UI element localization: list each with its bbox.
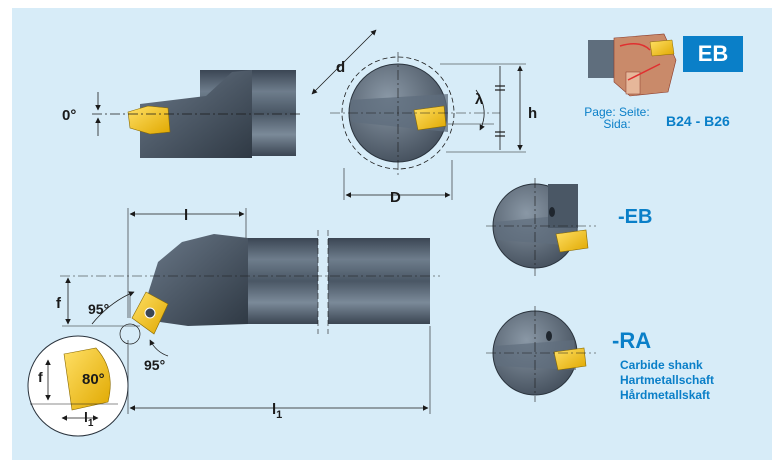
detail-l1-label-sub: 1 [88,418,94,429]
page-ref-line1: Page: Seite: [584,105,650,119]
end-view-insert [413,105,447,131]
head-body [146,234,248,326]
shank-break [318,230,328,334]
angle-upper-label: 95° [88,301,109,317]
D-label: D [390,189,401,206]
page-ref-line2: Sida: [603,117,631,131]
l1-label: l1 [272,401,282,421]
insert-angle-label: 80° [82,371,105,388]
thumbnail-coolant-line [627,63,661,81]
detail-l1-label-main: l [84,409,88,425]
angle-lower-arc [149,339,169,357]
thumbnail-insert [649,39,675,57]
top-view: l f 95° 95° l1 [56,207,440,421]
insert-screw-icon [144,307,156,319]
shank-body [246,238,430,324]
l-label: l [184,207,188,224]
eb-badge: EB [683,36,743,72]
angle-lower-label: 95° [144,357,165,373]
thumbnail-shank [588,40,614,78]
variant-ra-label: -RA [612,328,652,353]
eb-thumbnail [588,33,677,97]
l1-label-main: l [272,401,276,418]
ra-coolant-hole-icon [546,331,552,341]
page-ref-range: B24 - B26 [666,113,730,129]
detail-marker-circle [119,323,141,345]
detail-f-label: f [38,369,43,385]
side-view-insert [127,105,171,135]
variant-eb-label: -EB [618,206,653,228]
l1-label-sub: 1 [276,409,282,421]
ra-description-de: Hartmetallschaft [620,373,715,387]
eb-coolant-hole-icon [549,207,555,217]
eb-head [548,184,578,228]
thumbnail-bore [625,71,641,95]
detail-l1-label: l1 [84,409,94,429]
ra-view [486,306,596,402]
thumbnail-coolant-arrow-icon [619,43,651,51]
ra-description-sv: Hårdmetallskaft [620,388,711,402]
eb-insert [555,229,589,253]
ra-insert [553,347,587,371]
end-view: d D h λ [311,29,537,206]
eb-view [486,178,596,276]
insert-detail: f l1 80° [27,335,129,437]
h-label: h [528,105,537,122]
ra-description-en: Carbide shank [620,358,703,372]
side-view: 0° [62,70,300,158]
lambda-label: λ [475,91,484,108]
d-label: d [336,59,345,76]
f-label: f [56,295,62,312]
zero-angle-label: 0° [62,107,76,124]
bore-circle [341,56,455,170]
detail-insert [63,347,111,411]
lambda-arc [475,89,485,131]
d-dimension-line [311,29,377,95]
angle-upper-arc [91,291,135,325]
